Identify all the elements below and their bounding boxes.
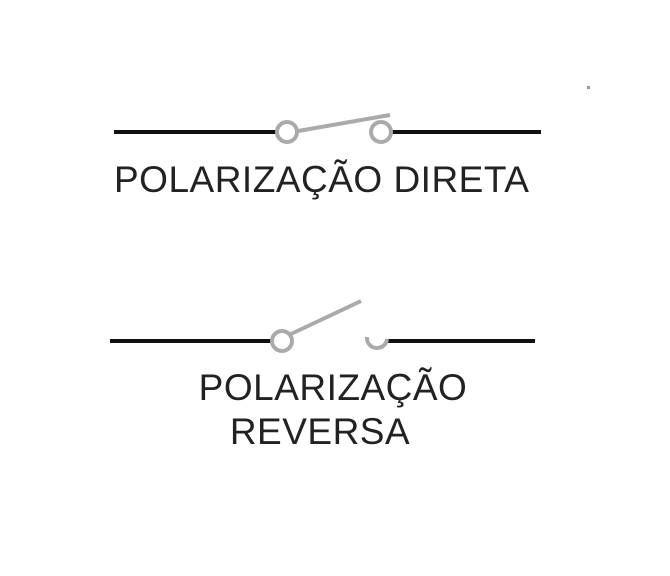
forward-left-terminal: [275, 120, 299, 144]
forward-bias-label: POLARIZAÇÃO DIRETA: [114, 159, 530, 200]
reverse-bias-label-line1: POLARIZAÇÃO: [198, 367, 468, 408]
reverse-right-terminal: [364, 336, 389, 350]
reverse-bias-switch: [110, 299, 535, 353]
forward-bias-switch: [114, 113, 541, 144]
reverse-bias-label-line2: REVERSA: [229, 411, 411, 452]
reverse-left-terminal: [270, 329, 294, 353]
reverse-switch-lever: [290, 299, 362, 336]
reverse-bias-label: POLARIZAÇÃO REVERSA: [0, 366, 670, 454]
speck-mark: [587, 86, 590, 89]
forward-switch-lever: [297, 113, 391, 133]
forward-right-terminal: [369, 120, 393, 144]
